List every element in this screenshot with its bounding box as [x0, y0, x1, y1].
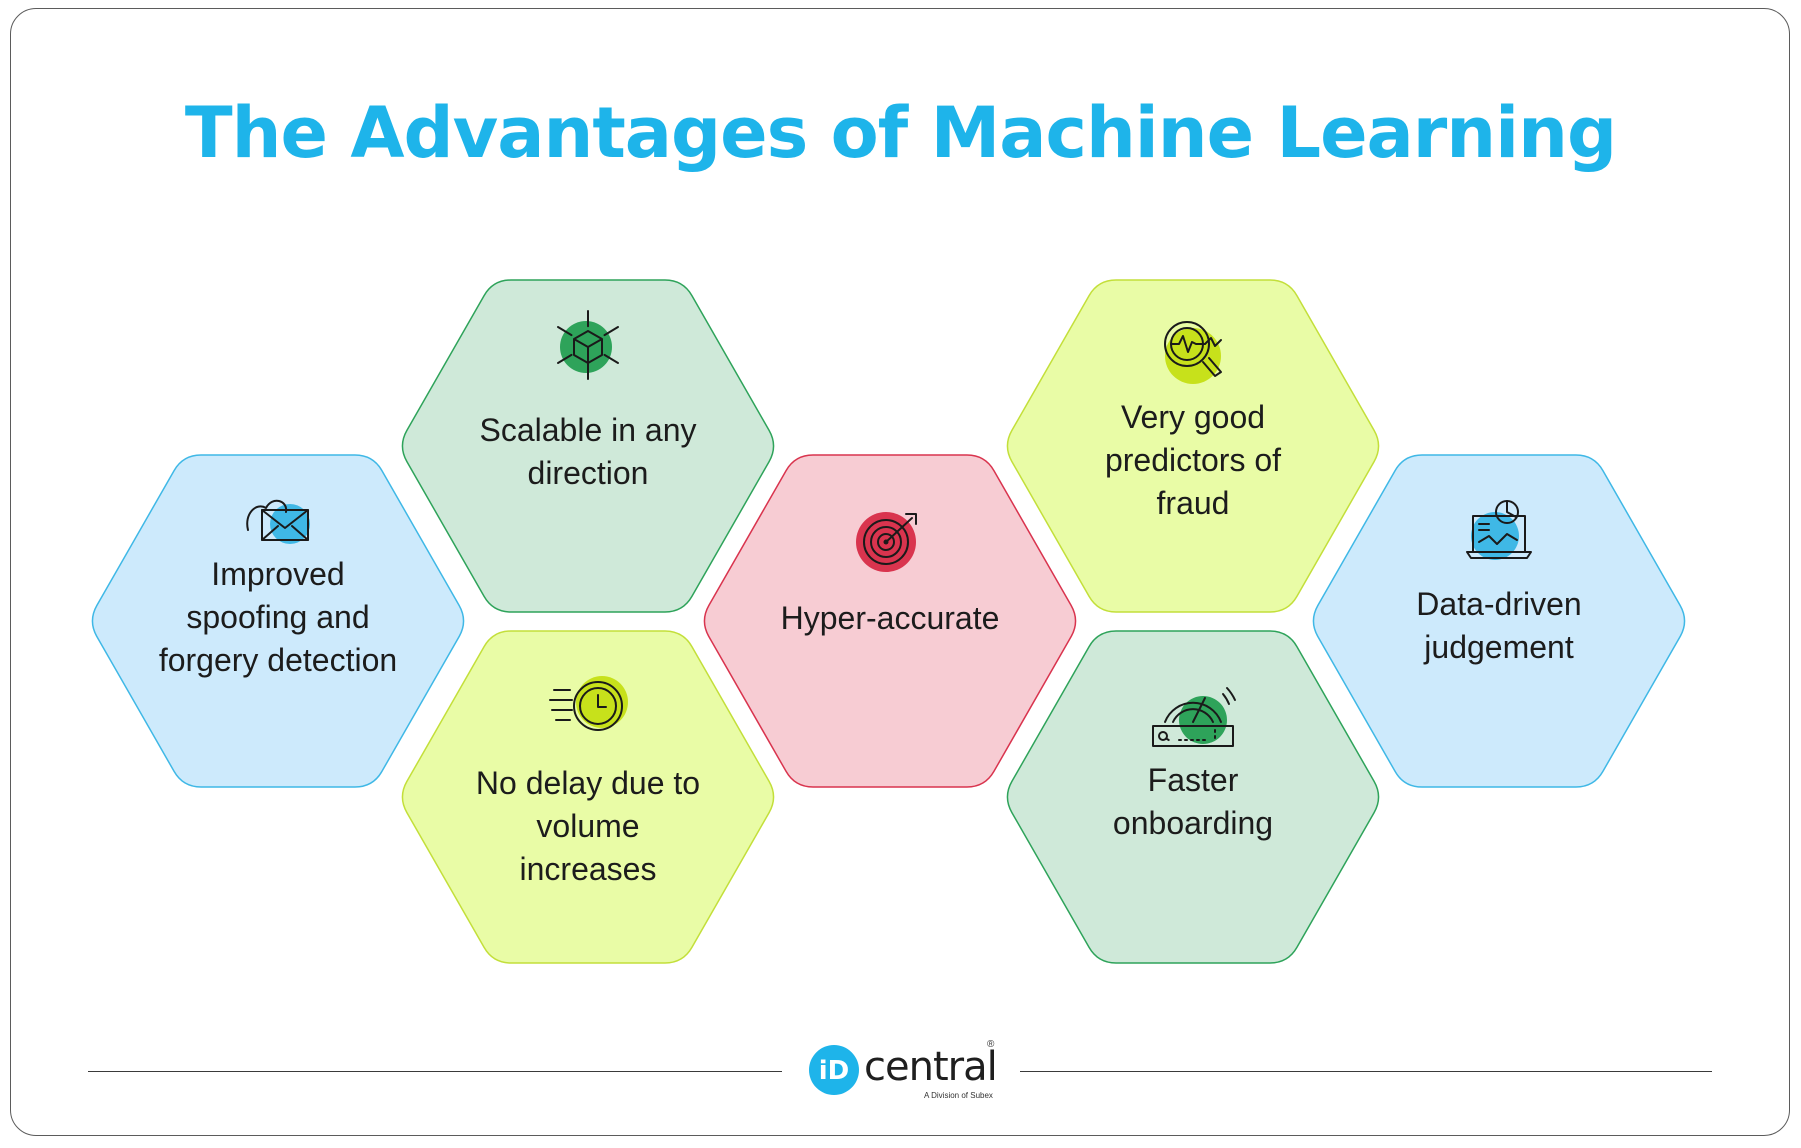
- advantage-label-line: Data-driven: [1416, 586, 1582, 622]
- advantage-label-line: increases: [519, 850, 657, 887]
- advantage-label-line: direction: [527, 455, 649, 491]
- advantage-label-line: No delay due to: [475, 764, 701, 801]
- advantage-label-line: judgement: [1424, 629, 1574, 665]
- hexagon-2: [401, 279, 775, 613]
- hexagon-5: [1006, 279, 1380, 613]
- magnifier-pulse-icon: [1164, 321, 1222, 384]
- hexagon-1: [91, 454, 465, 788]
- advantage-label-line: Scalable in any: [479, 412, 697, 448]
- footer-divider-right: [1020, 1071, 1712, 1072]
- logo-mark-icon: iD: [809, 1045, 859, 1095]
- hexagon-7: [1312, 454, 1686, 788]
- cube-arrows-icon: [557, 310, 619, 380]
- advantage-label-line: volume: [536, 807, 640, 844]
- advantage-label-line: forgery detection: [158, 641, 398, 678]
- page-title: The Advantages of Machine Learning: [184, 92, 1617, 174]
- advantage-label: Very good predictors of fraud: [1033, 396, 1353, 525]
- logo-wordmark: central: [864, 1044, 998, 1090]
- advantage-label-line: Hyper-accurate: [780, 599, 1000, 636]
- hexagon-3: [401, 630, 775, 964]
- advantage-label-line: spoofing and: [186, 598, 370, 635]
- advantage-label: Hyper-accurate: [730, 597, 1050, 640]
- footer-divider-left: [88, 1071, 782, 1072]
- advantage-label-line: fraud: [1156, 484, 1230, 521]
- fast-clock-icon: [549, 676, 628, 731]
- advantage-label-line: Faster: [1147, 762, 1239, 798]
- advantage-label-line: Improved: [211, 555, 345, 592]
- logo-mark-text: iD: [819, 1056, 850, 1086]
- logo-registered-mark: ®: [987, 1039, 995, 1050]
- hexagon-4: [703, 454, 1077, 788]
- idcentral-logo: iD central ® A Division of Subex: [808, 1039, 998, 1102]
- laptop-chart-icon: [1466, 500, 1532, 560]
- advantage-label-line: predictors of: [1104, 441, 1282, 478]
- advantage-label: Improved spoofing and forgery detection: [118, 553, 438, 682]
- envelope-icon: [246, 499, 310, 544]
- hexagon-6: [1006, 630, 1380, 964]
- advantage-label-line: Very good: [1120, 398, 1266, 435]
- advantage-label: Scalable in any direction: [428, 409, 748, 495]
- advantage-label: Faster onboarding: [1033, 759, 1353, 845]
- advantage-label: Data-driven judgement: [1339, 583, 1659, 669]
- logo-tagline: A Division of Subex: [924, 1091, 993, 1100]
- target-icon: [856, 512, 917, 572]
- advantage-label-line: onboarding: [1112, 805, 1274, 841]
- advantage-label: No delay due to volume increases: [428, 762, 748, 891]
- speedometer-icon: [1152, 687, 1236, 747]
- infographic-frame: [10, 8, 1790, 1136]
